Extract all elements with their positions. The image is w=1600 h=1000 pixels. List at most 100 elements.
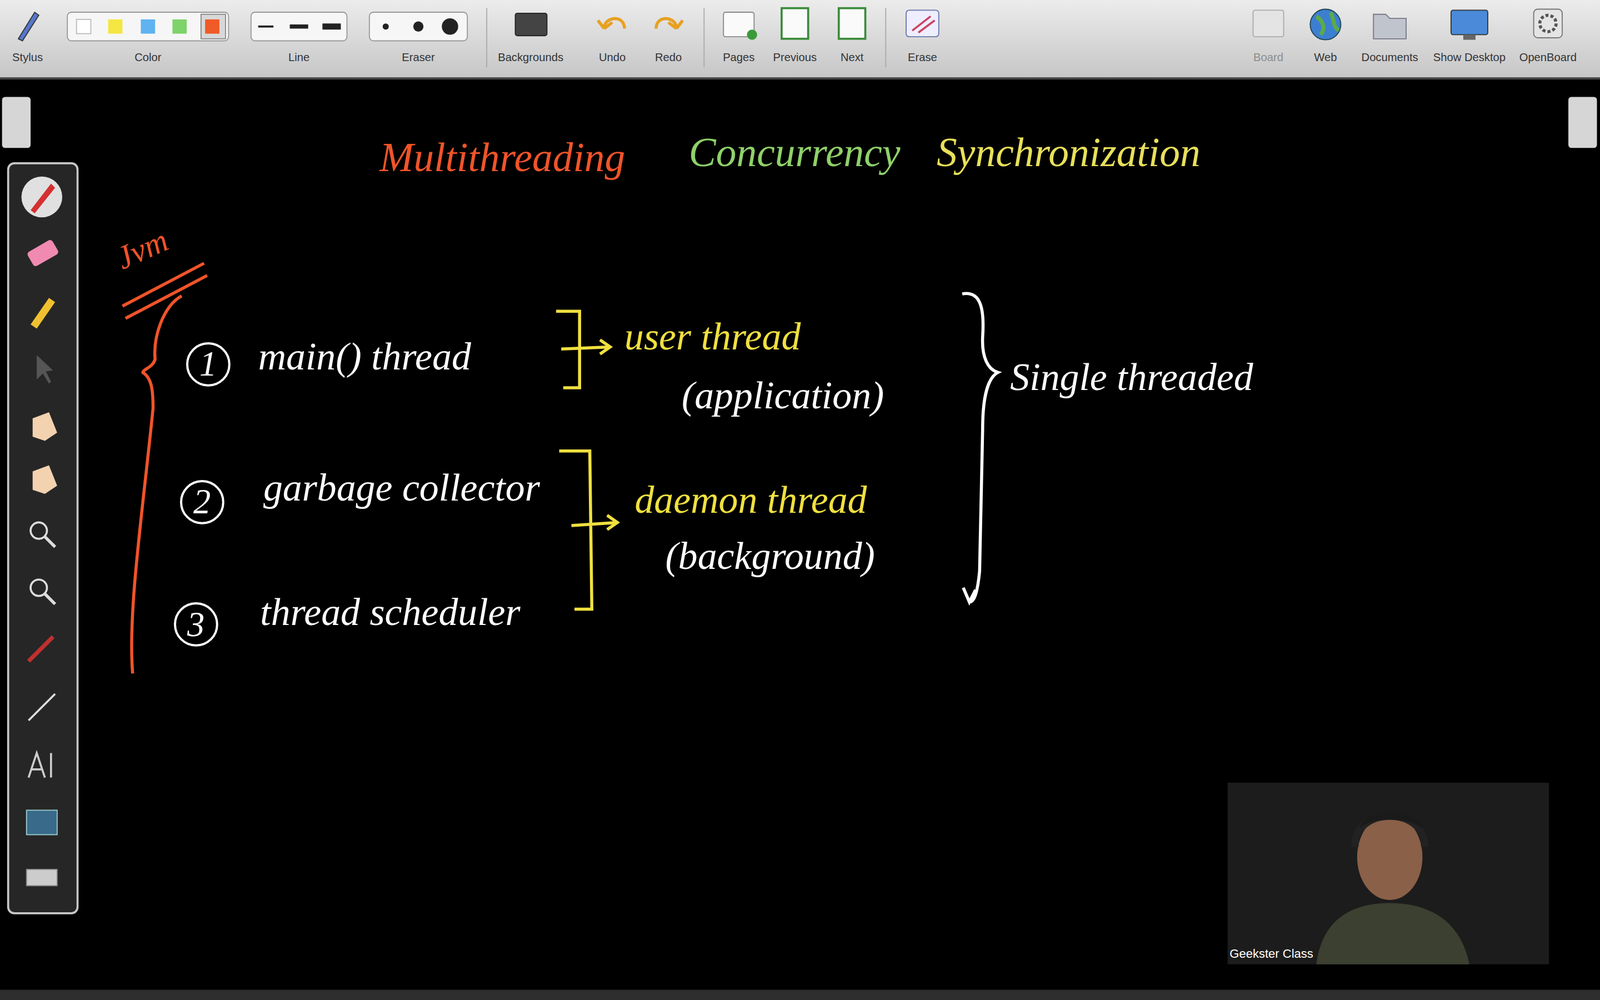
monitor-stand <box>1463 34 1476 40</box>
pen-tool-mark <box>30 183 55 214</box>
toolbar-label: Erase <box>907 51 938 64</box>
brace <box>131 296 182 674</box>
webcam-overlay <box>1227 782 1550 965</box>
toolbar-label: Redo <box>655 51 682 64</box>
separator <box>885 8 887 68</box>
undo-icon <box>597 18 625 29</box>
toolbar-label: Previous <box>773 51 818 64</box>
redo-icon <box>656 18 683 29</box>
keyboard-tool <box>26 869 58 886</box>
eraser-size <box>441 18 458 35</box>
topic-heading: Concurrency <box>688 130 901 176</box>
thread-name: garbage collector <box>263 466 540 510</box>
toolbar-label: Color <box>134 51 162 64</box>
toolbar-label: Undo <box>598 51 626 64</box>
toolbar <box>0 0 1600 78</box>
documents-icon <box>1373 14 1407 39</box>
line-width <box>258 25 274 28</box>
erase-icon <box>906 10 939 37</box>
text-tool <box>28 753 51 778</box>
person-body <box>1316 903 1470 965</box>
pages-plus <box>746 29 757 40</box>
zoom-in-tool <box>30 522 47 539</box>
eraser-size <box>413 21 424 32</box>
circle-stroke <box>187 343 230 386</box>
toolbar-label: Stylus <box>12 51 43 64</box>
zoom-handle <box>45 593 55 604</box>
capture-tool <box>26 810 58 835</box>
line-width <box>290 24 309 29</box>
toolbar-label: OpenBoard <box>1519 51 1577 64</box>
web-icon <box>1310 9 1341 40</box>
color-swatch <box>172 19 187 34</box>
selector-tool <box>36 355 53 384</box>
openboard-icon <box>1533 9 1563 38</box>
color-swatch <box>76 19 92 34</box>
laser-tool <box>28 636 53 662</box>
line-box <box>251 12 348 41</box>
palette-frame <box>8 163 78 914</box>
separator <box>703 8 705 68</box>
toolbar-label: Documents <box>1361 51 1419 64</box>
next-icon <box>838 8 866 39</box>
pen-tool <box>21 176 63 218</box>
circle-stroke <box>175 603 218 646</box>
color-box <box>67 12 229 41</box>
separator <box>486 8 488 68</box>
toolbar-icons <box>18 8 1563 68</box>
interact-tool <box>32 412 58 441</box>
zoom-out-tool <box>30 579 47 596</box>
stylus-icon <box>18 12 39 41</box>
toolbar-label-disabled: Board <box>1253 51 1284 64</box>
number-circle: 2 <box>179 479 225 525</box>
toolbar-label: Next <box>840 51 864 64</box>
thread-type: daemon thread <box>634 478 867 522</box>
topic-heading: Multithreading <box>379 135 625 181</box>
marker-tool <box>30 297 55 329</box>
toolbar-label: Pages <box>722 51 755 64</box>
toolbar-label: Show Desktop <box>1433 51 1506 64</box>
toolbar-label: Line <box>288 51 310 64</box>
person-hair <box>1359 811 1423 829</box>
eraser-size <box>382 23 389 30</box>
tool-palette <box>8 163 78 914</box>
toolbar-label: Web <box>1313 51 1337 64</box>
number-circle: 3 <box>173 601 219 648</box>
webcam-name: Geekster Class <box>1229 947 1314 961</box>
topic-heading: Synchronization <box>936 130 1201 176</box>
webcam-frame <box>1227 782 1550 965</box>
eraser-box <box>369 12 468 41</box>
status-strip <box>0 990 1600 1000</box>
callout-number: 2 <box>193 484 211 519</box>
thread-type: user thread <box>624 315 801 359</box>
zoom-handle <box>45 536 55 547</box>
left-tab <box>2 96 31 148</box>
gear <box>1540 15 1557 32</box>
number-circle: 1 <box>185 341 232 388</box>
color-swatch <box>140 19 155 34</box>
eraser-tool <box>26 238 60 268</box>
toolbar-label: Backgrounds <box>497 51 564 64</box>
callout-number: 3 <box>187 607 205 642</box>
bracket-arrow <box>556 311 610 388</box>
selected-swatch-frame <box>201 14 226 39</box>
handwriting-strokes <box>122 263 998 674</box>
erase-mark <box>912 16 935 33</box>
previous-icon <box>781 8 809 39</box>
bracket-arrow <box>559 451 618 610</box>
toolbar-edge <box>0 77 1600 80</box>
thread-name: main() thread <box>258 335 472 379</box>
show-desktop-icon <box>1451 10 1488 35</box>
thread-note: (application) <box>681 374 884 418</box>
board-icon <box>1253 10 1284 37</box>
right-tab <box>1568 96 1597 148</box>
color-swatch <box>205 19 220 34</box>
toolbar-label: Eraser <box>401 51 435 64</box>
summary-note: Single threaded <box>1010 356 1253 399</box>
web-globe-land <box>1316 12 1339 35</box>
callout-number: 1 <box>199 346 217 382</box>
thread-name: thread scheduler <box>260 591 520 634</box>
line-width <box>322 23 341 30</box>
